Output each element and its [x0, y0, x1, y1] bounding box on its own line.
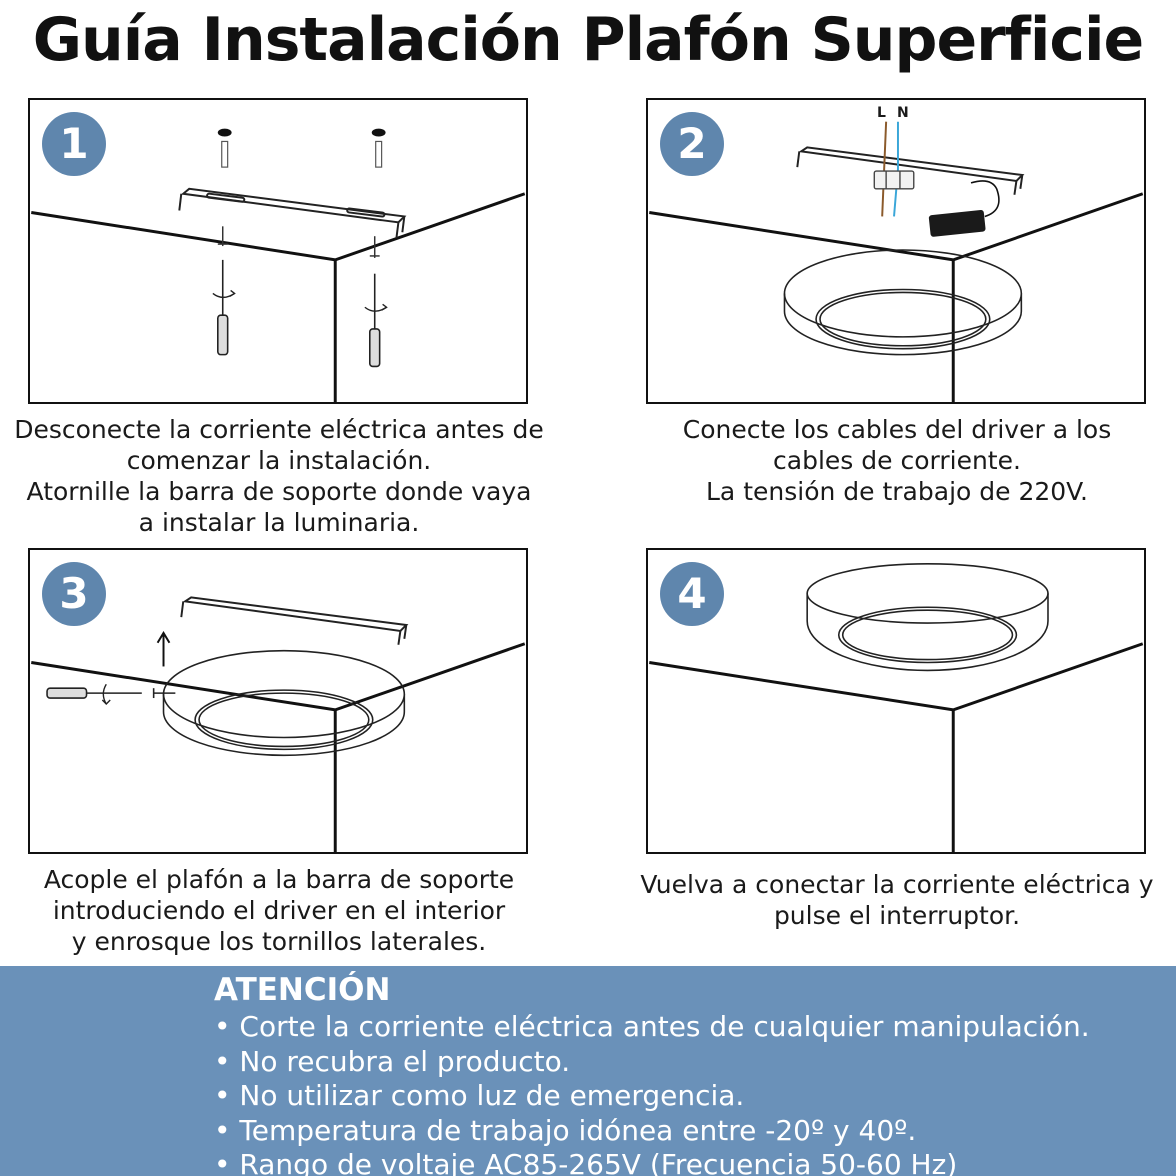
live-wire-label: L [877, 105, 886, 121]
cable-icon [881, 121, 899, 217]
neutral-wire-label: N [897, 105, 909, 121]
screw-icon [217, 226, 380, 258]
step-3-caption: Acople el plafón a la barra de soporte i… [43, 865, 515, 956]
driver-icon [928, 180, 1000, 237]
step-2-badge: 2 [660, 112, 724, 176]
support-bar-icon [796, 146, 1025, 195]
page-title: Guía Instalación Plafón Superficie [32, 5, 1144, 75]
list-item: Temperatura de trabajo idónea entre -20º… [214, 1114, 1090, 1149]
list-item: No recubra el producto. [214, 1045, 1090, 1080]
screwdriver-icon [46, 683, 176, 705]
finished-lamp-drawing [649, 563, 1144, 852]
wiring-drawing [649, 121, 1144, 402]
up-arrow-icon [156, 630, 171, 667]
step-4-badge: 4 [660, 562, 724, 626]
step-1-caption: Desconecte la corriente eléctrica antes … [14, 415, 544, 537]
ceiling-lamp-icon [162, 649, 406, 757]
step-3-illustration: 3 [28, 548, 528, 854]
ceiling-mounting-drawing [31, 128, 526, 402]
support-bar-icon [178, 187, 407, 239]
step-1-illustration: 1 [28, 98, 528, 404]
attention-box: ATENCIÓN Corte la corriente eléctrica an… [0, 966, 1176, 1176]
support-bar-icon [180, 596, 409, 645]
ceiling-lamp-icon [806, 563, 1049, 672]
ceiling-anchor-icon [217, 128, 386, 168]
terminal-block-icon [873, 170, 915, 190]
step-4-caption: Vuelva a conectar la corriente eléctrica… [640, 870, 1154, 930]
step-2-caption: Conecte los cables del driver a los cabl… [682, 415, 1112, 506]
list-item: Rango de voltaje AC85-265V (Frecuencia 5… [214, 1148, 1090, 1176]
list-item: No utilizar como luz de emergencia. [214, 1079, 1090, 1114]
step-4-illustration: 4 [646, 548, 1146, 854]
attention-title: ATENCIÓN [214, 972, 391, 1008]
fitting-drawing [31, 596, 526, 852]
attention-list: Corte la corriente eléctrica antes de cu… [214, 1010, 1090, 1176]
screwdriver-icon [212, 259, 388, 368]
ceiling-lamp-icon [783, 249, 1023, 356]
step-3-badge: 3 [42, 562, 106, 626]
list-item: Corte la corriente eléctrica antes de cu… [214, 1010, 1089, 1045]
step-1-badge: 1 [42, 112, 106, 176]
step-2-illustration: L N 2 [646, 98, 1146, 404]
